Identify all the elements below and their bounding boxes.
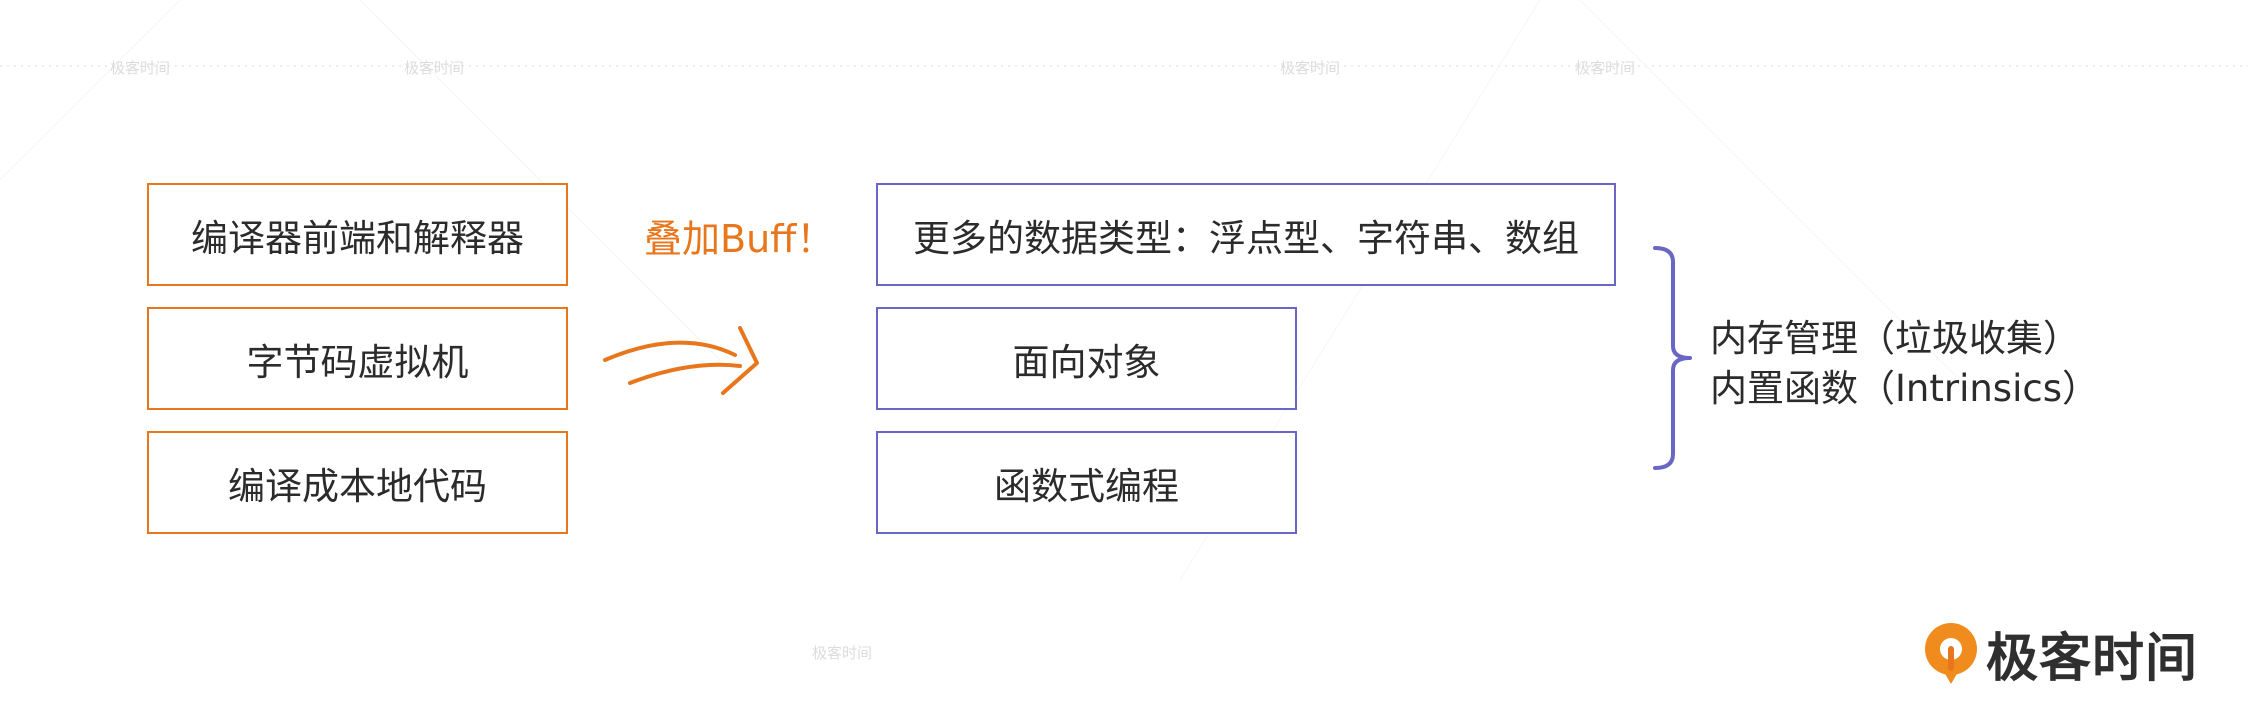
brand-logo: 极客时间 (1922, 616, 2198, 691)
left-box-frontend-interpreter: 编译器前端和解释器 (147, 183, 568, 286)
geektime-logo-icon (1925, 622, 1977, 684)
right-box-data-types: 更多的数据类型：浮点型、字符串、数组 (876, 183, 1616, 286)
watermark: 极客时间 (1280, 59, 1341, 77)
watermark: 极客时间 (812, 644, 873, 662)
watermark: 极客时间 (1575, 59, 1636, 77)
right-box-functional: 函数式编程 (876, 431, 1297, 534)
left-box-bytecode-vm: 字节码虚拟机 (147, 307, 568, 410)
intrinsics-label: 内置函数（Intrinsics） (1710, 367, 2099, 410)
watermark: 极客时间 (110, 59, 171, 77)
buff-label: 叠加Buff！ (644, 217, 835, 261)
logo-text: 极客时间 (1986, 629, 2199, 689)
watermark: 极客时间 (404, 59, 465, 77)
left-box-native-code: 编译成本地代码 (147, 431, 568, 534)
memory-management-label: 内存管理（垃圾收集） (1710, 317, 2080, 360)
right-box-oop: 面向对象 (876, 307, 1297, 410)
